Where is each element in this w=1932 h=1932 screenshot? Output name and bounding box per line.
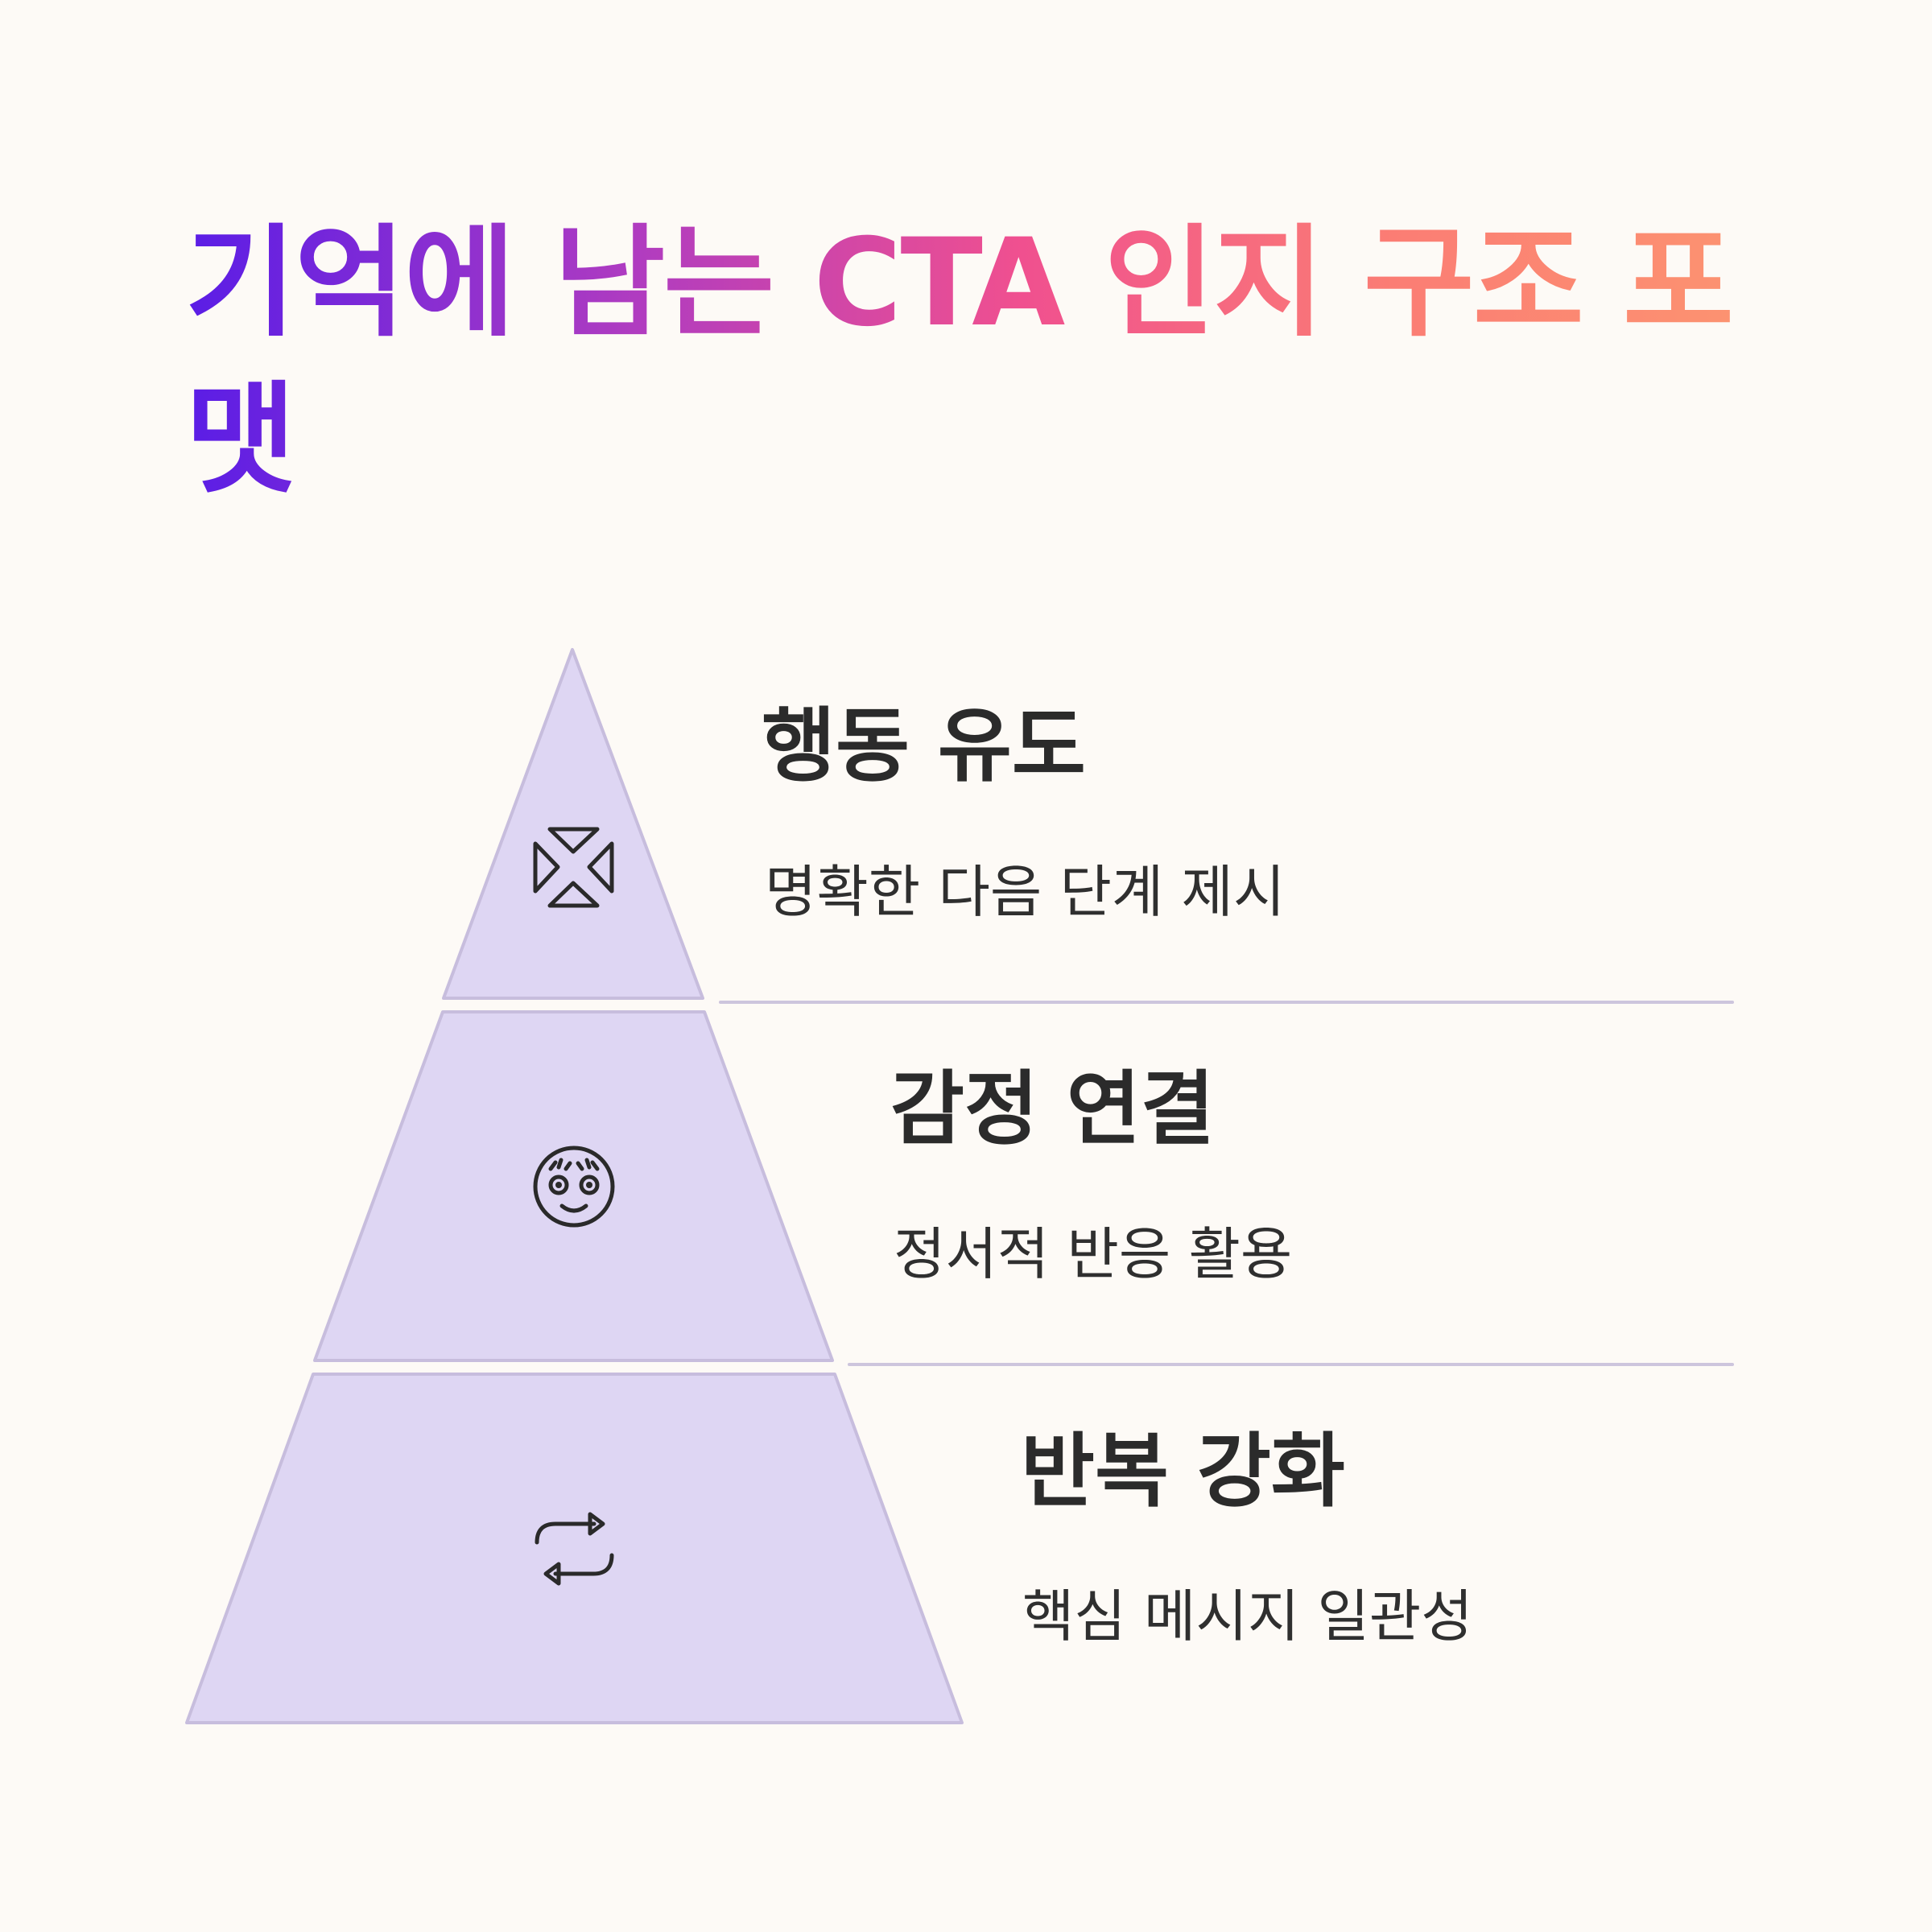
tier-description-emotion: 정서적 반응 활용 — [894, 1221, 1293, 1287]
tier-heading-action: 행동 유도 — [762, 699, 1086, 793]
tier-description-action: 명확한 다음 단계 제시 — [765, 859, 1286, 925]
pyramid-tier-middle — [313, 1010, 834, 1362]
pyramid-tier-bottom — [185, 1373, 964, 1724]
tier-description-repetition: 핵심 메시지 일관성 — [1022, 1583, 1473, 1649]
arrows-converge-icon — [533, 827, 614, 908]
page-title: 기억에 남는 CTA 인지 구조 포맷 — [185, 205, 1795, 519]
tier-heading-emotion: 감정 연결 — [890, 1062, 1215, 1156]
smiling-face-icon — [533, 1146, 615, 1228]
repeat-arrows-icon — [535, 1512, 614, 1586]
pyramid-tier-top — [442, 648, 704, 1000]
tier-heading-repetition: 반복 강화 — [1021, 1424, 1345, 1518]
